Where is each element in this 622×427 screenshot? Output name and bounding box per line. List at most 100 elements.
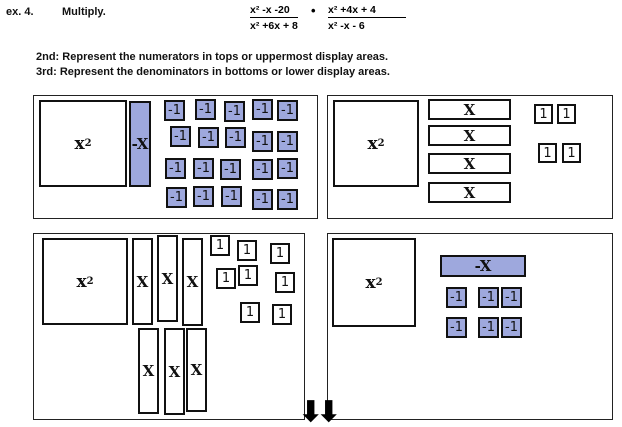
- example-number: ex. 4.: [6, 6, 34, 18]
- negative-one-tile[interactable]: -1: [198, 127, 219, 148]
- tile-label: -1: [256, 102, 269, 117]
- negative-one-tile[interactable]: -1: [252, 99, 273, 120]
- one-tile[interactable]: 1: [238, 265, 258, 286]
- tile-label: -1: [482, 320, 495, 335]
- negative-one-tile[interactable]: -1: [165, 158, 186, 179]
- x-tile[interactable]: X: [428, 153, 511, 174]
- x-tile[interactable]: X: [132, 238, 153, 325]
- negative-x-tile[interactable]: -X: [440, 255, 526, 277]
- tile-label: 1: [215, 238, 225, 253]
- tile-label: X: [142, 362, 155, 380]
- negative-one-tile[interactable]: -1: [252, 189, 273, 210]
- tile-label: -1: [505, 320, 518, 335]
- tile-label: -1: [225, 189, 238, 204]
- one-tile[interactable]: 1: [534, 104, 553, 124]
- one-tile[interactable]: 1: [240, 302, 260, 323]
- tile-label: 1: [221, 271, 231, 286]
- negative-one-tile[interactable]: -1: [252, 131, 273, 152]
- tile-label: x: [367, 133, 378, 154]
- fraction-2-denominator: x² -x - 6: [328, 20, 365, 32]
- fraction-1-denominator: x² +6x + 8: [250, 20, 298, 32]
- tile-label: -1: [256, 192, 269, 207]
- negative-one-tile[interactable]: -1: [195, 99, 216, 120]
- x-tile[interactable]: X: [164, 328, 185, 415]
- fraction-1-numerator: x² -x -20: [250, 4, 298, 18]
- x-tile[interactable]: X: [428, 125, 511, 146]
- tile-label: x: [74, 133, 85, 154]
- tile-exponent: 2: [86, 276, 94, 287]
- tile-label: -1: [281, 103, 294, 118]
- negative-one-tile[interactable]: -1: [277, 158, 298, 179]
- negative-x-tile[interactable]: -X: [129, 101, 151, 187]
- negative-one-tile[interactable]: -1: [446, 287, 467, 308]
- fraction-1: x² -x -20 x² +6x + 8: [250, 4, 298, 32]
- fraction-2-numerator: x² +4x + 4: [328, 4, 406, 18]
- tile-label: 1: [277, 307, 287, 322]
- tile-label: -1: [199, 102, 212, 117]
- tile-exponent: 2: [375, 277, 383, 288]
- negative-one-tile[interactable]: -1: [446, 317, 467, 338]
- step-2-text: Represent the numerators in tops or uppe…: [62, 51, 389, 63]
- x-tile[interactable]: X: [186, 328, 207, 412]
- negative-one-tile[interactable]: -1: [478, 317, 499, 338]
- one-tile[interactable]: 1: [237, 240, 257, 261]
- x-tile[interactable]: X: [428, 99, 511, 120]
- tile-label: X: [463, 183, 476, 202]
- negative-one-tile[interactable]: -1: [277, 131, 298, 152]
- tile-label: X: [463, 154, 476, 173]
- tile-label: -1: [505, 290, 518, 305]
- x-tile[interactable]: X: [157, 235, 178, 322]
- tile-exponent: 2: [84, 138, 92, 149]
- tile-label: -1: [197, 161, 210, 176]
- one-tile[interactable]: 1: [275, 272, 295, 293]
- tile-label: -1: [170, 190, 183, 205]
- tile-label: X: [161, 269, 174, 288]
- negative-one-tile[interactable]: -1: [221, 186, 242, 207]
- tile-label: 1: [242, 243, 252, 258]
- one-tile[interactable]: 1: [272, 304, 292, 325]
- one-tile[interactable]: 1: [216, 268, 236, 289]
- step-3-label: 3rd:: [36, 66, 57, 78]
- tile-label: -1: [450, 290, 463, 305]
- tile-label: -X: [131, 135, 149, 153]
- tile-label: -1: [482, 290, 495, 305]
- x-tile[interactable]: X: [428, 182, 511, 203]
- negative-one-tile[interactable]: -1: [170, 126, 191, 147]
- negative-one-tile[interactable]: -1: [193, 186, 214, 207]
- negative-one-tile[interactable]: -1: [252, 159, 273, 180]
- tile-label: 1: [539, 106, 548, 122]
- one-tile[interactable]: 1: [270, 243, 290, 264]
- multiply-operator: •: [311, 3, 316, 18]
- one-tile[interactable]: 1: [210, 235, 230, 256]
- x-tile[interactable]: X: [182, 238, 203, 326]
- negative-one-tile[interactable]: -1: [193, 158, 214, 179]
- instruction: Multiply.: [62, 6, 106, 18]
- x-tile[interactable]: X: [138, 328, 159, 414]
- negative-one-tile[interactable]: -1: [220, 159, 241, 180]
- down-arrow-icon: ⬇: [317, 396, 341, 427]
- negative-one-tile[interactable]: -1: [225, 127, 246, 148]
- negative-one-tile[interactable]: -1: [501, 317, 522, 338]
- negative-one-tile[interactable]: -1: [478, 287, 499, 308]
- one-tile[interactable]: 1: [538, 143, 557, 163]
- tile-label: -1: [174, 129, 187, 144]
- negative-one-tile[interactable]: -1: [166, 187, 187, 208]
- one-tile[interactable]: 1: [557, 104, 576, 124]
- one-tile[interactable]: 1: [562, 143, 581, 163]
- tile-label: -1: [197, 189, 210, 204]
- step-2-label: 2nd:: [36, 51, 60, 63]
- negative-one-tile[interactable]: -1: [277, 100, 298, 121]
- negative-one-tile[interactable]: -1: [224, 101, 245, 122]
- tile-label: X: [136, 272, 149, 291]
- negative-one-tile[interactable]: -1: [501, 287, 522, 308]
- negative-one-tile[interactable]: -1: [164, 100, 185, 121]
- tile-exponent: 2: [377, 138, 385, 149]
- negative-one-tile[interactable]: -1: [277, 189, 298, 210]
- tile-label: 1: [280, 275, 290, 290]
- tile-label: x: [365, 272, 376, 293]
- fraction-2: x² +4x + 4 x² -x - 6: [328, 4, 406, 32]
